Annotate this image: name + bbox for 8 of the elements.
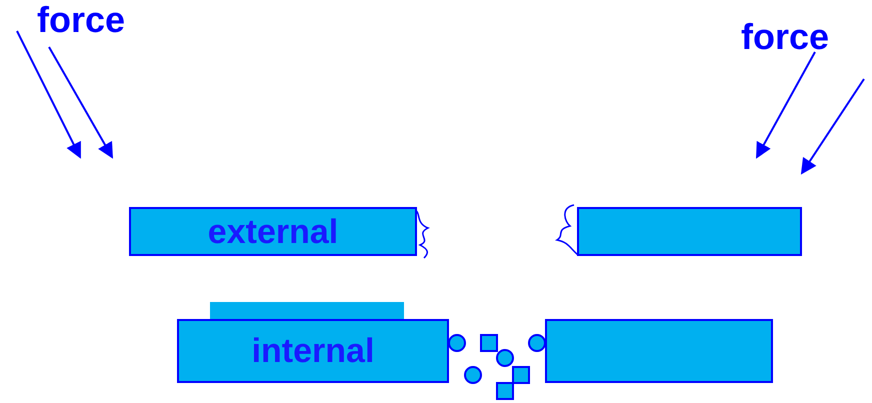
bar-piece (545, 319, 773, 383)
force-label: force (37, 2, 126, 38)
bar-piece (577, 207, 802, 256)
force-label: force (741, 19, 830, 55)
bar-label: internal (252, 334, 374, 368)
bar-piece (129, 207, 417, 256)
bar-piece (177, 319, 449, 383)
bar-label: external (208, 214, 338, 248)
